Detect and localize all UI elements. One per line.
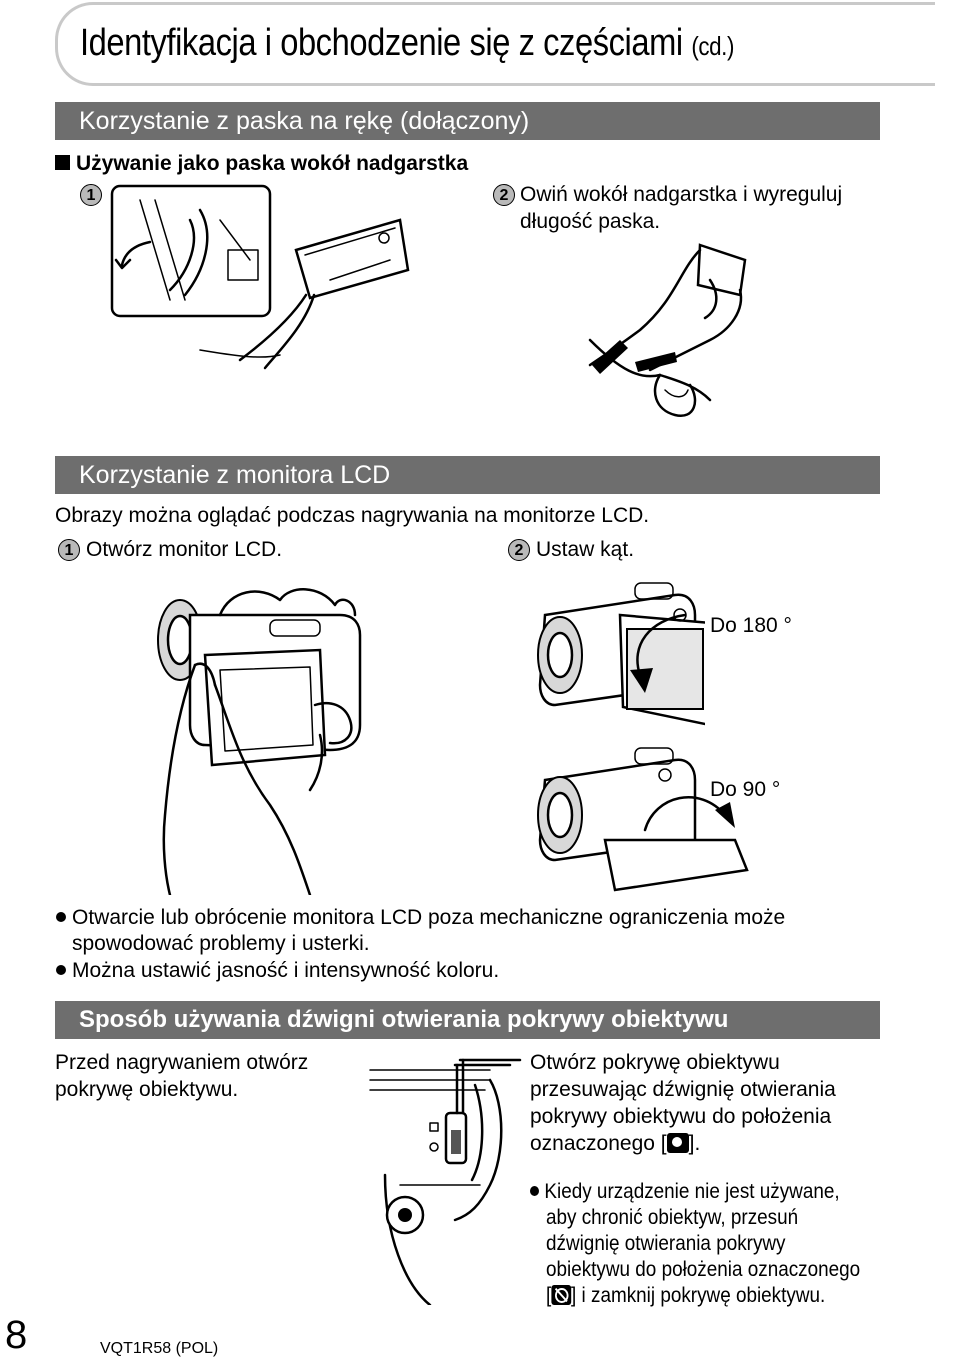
bullet-icon [530, 1186, 539, 1196]
strap-step2-line1: Owiń wokół nadgarstka i wyreguluj [520, 183, 843, 206]
section-strap-title: Korzystanie z paska na rękę (dołączony) [55, 102, 880, 140]
lcd-step-number-2: 2 [508, 539, 530, 561]
lcd-note-2: Można ustawić jasność i intensywność kol… [56, 957, 499, 984]
strap-subheading: Używanie jako paska wokół nadgarstka [55, 150, 468, 177]
title-frame [55, 2, 935, 86]
page-number: 8 [5, 1313, 28, 1357]
lens-note-line4: obiektywu do położenia oznaczonego [546, 1258, 861, 1281]
step-number-1: 1 [80, 184, 102, 206]
bullet-icon [56, 965, 66, 975]
square-bullet-icon [55, 155, 70, 170]
lens-right-line3: pokrywy obiektywu do położenia [530, 1105, 832, 1128]
lcd-note-1-line1: Otwarcie lub obrócenie monitora LCD poza… [56, 904, 785, 931]
lcd-open-illustration [157, 588, 362, 895]
lens-right-line1: Otwórz pokrywę obiektywu [530, 1051, 780, 1074]
bullet-icon [56, 912, 66, 922]
lcd-step1-text: Otwórz monitor LCD. [86, 538, 283, 561]
section-lcd-title: Korzystanie z monitora LCD [55, 456, 880, 494]
lens-note-line3: dźwignię otwierania pokrywy [546, 1232, 786, 1255]
lens-note-line2: aby chronić obiektyw, przesuń [546, 1206, 799, 1229]
lens-right-line2: przesuwając dźwignię otwierania [530, 1078, 836, 1101]
lcd-intro: Obrazy można oglądać podczas nagrywania … [55, 504, 650, 527]
lens-right-line4: oznaczonego []. [530, 1132, 701, 1155]
page-title-suffix: (cd.) [691, 31, 734, 61]
lens-left-line2: pokrywę obiektywu. [55, 1078, 239, 1101]
lcd-step2-text: Ustaw kąt. [536, 538, 635, 561]
lens-cover-lever-illustration [369, 1058, 522, 1305]
lcd-step-number-1: 1 [58, 539, 80, 561]
angle-180-label: Do 180 ° [710, 614, 792, 637]
page-title: Identyfikacja i obchodzenie się z części… [80, 22, 734, 64]
angle-90-label: Do 90 ° [710, 778, 781, 801]
lcd-rotate-90-illustration [537, 747, 749, 892]
wrist-strap-illustration [588, 243, 747, 418]
strap-step2-line2: długość paska. [520, 210, 661, 233]
lcd-rotate-180-illustration [537, 582, 705, 726]
lcd-note-1-line2: spowodować problemy i usterki. [72, 932, 370, 955]
section-lens-title: Sposób używania dźwigni otwierania pokry… [55, 1001, 880, 1039]
lens-note-line1: Kiedy urządzenie nie jest używane, [530, 1178, 840, 1205]
lens-left-line1: Przed nagrywaniem otwórz [55, 1051, 309, 1074]
strap-attach-illustration [110, 184, 410, 370]
document-code: VQT1R58 (POL) [100, 1340, 219, 1357]
lens-open-icon [666, 1133, 689, 1153]
step-number-2: 2 [493, 184, 515, 206]
lens-note-line5: [] i zamknij pokrywę obiektywu. [546, 1284, 826, 1307]
lens-closed-icon [551, 1285, 572, 1305]
